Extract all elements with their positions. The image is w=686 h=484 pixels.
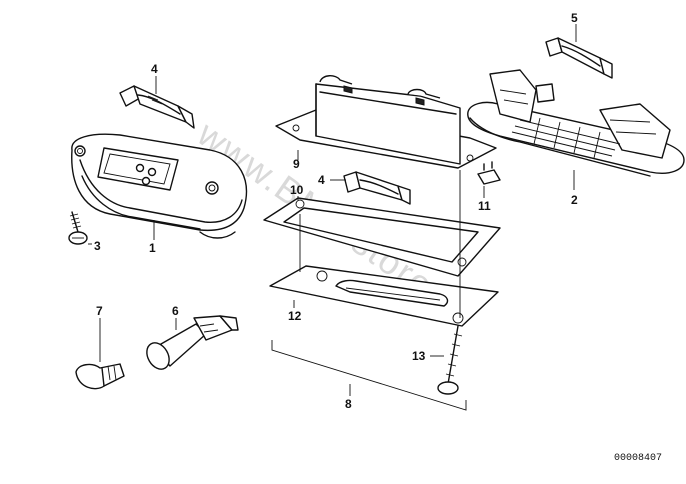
part-11-contact (477, 161, 501, 185)
part-4-festoon-bulb-lower (343, 171, 411, 205)
part-4-festoon-bulb-upper (119, 85, 195, 129)
group-bracket-8 (271, 340, 467, 411)
part-10-gasket (263, 197, 501, 277)
callout-7: 7 (96, 304, 103, 318)
part-3-screw (68, 211, 88, 245)
part-1-lamp-housing (71, 133, 248, 239)
callout-12: 12 (288, 309, 302, 323)
callout-5: 5 (571, 11, 578, 25)
callout-8: 8 (345, 397, 352, 411)
part-2-lamp-cover (467, 69, 685, 177)
part-6-bulb-socket (146, 315, 239, 370)
part-9-housing (275, 75, 497, 169)
callout-1: 1 (149, 241, 156, 255)
leader-lines (88, 24, 577, 396)
callout-13: 13 (412, 349, 426, 363)
callout-3: 3 (94, 239, 101, 253)
callout-6: 6 (172, 304, 179, 318)
part-13-screw (437, 325, 463, 395)
part-5-festoon-bulb (545, 37, 613, 79)
callout-9: 9 (293, 157, 300, 171)
callout-2: 2 (571, 193, 578, 207)
callout-4-upper: 4 (151, 62, 158, 76)
callout-11: 11 (478, 199, 491, 213)
document-id: 00008407 (614, 453, 662, 464)
callout-4-lower: 4 (318, 173, 325, 187)
part-12-base-plate (269, 265, 499, 327)
callout-10: 10 (290, 183, 304, 197)
part-7-wedge-bulb (75, 363, 125, 390)
